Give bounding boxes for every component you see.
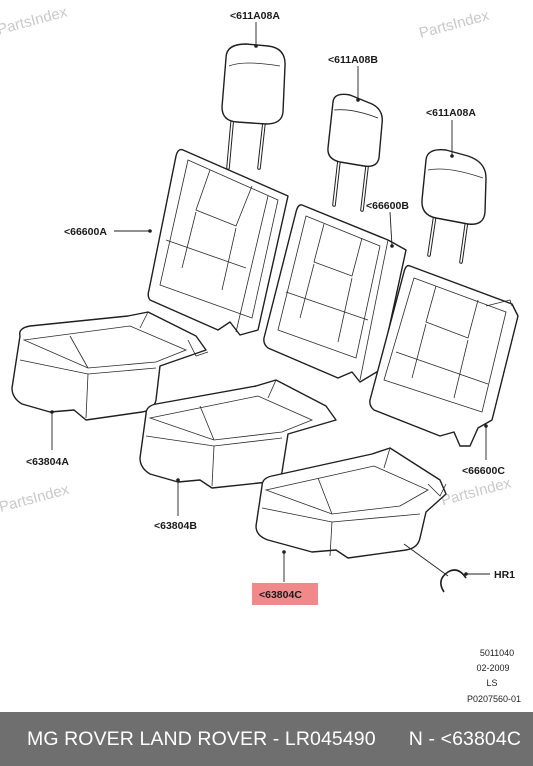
watermark-top-right: PartsIndex — [417, 7, 491, 42]
headrest-center — [327, 93, 383, 212]
label-611a08b[interactable]: <611A08B — [328, 54, 378, 66]
label-66600b[interactable]: <66600B — [366, 200, 409, 212]
watermark-top-left: PartsIndex — [0, 3, 69, 38]
label-63804c[interactable]: <63804C — [259, 589, 302, 601]
highlight-box — [252, 583, 318, 605]
headrest-left — [221, 43, 286, 170]
label-66600c[interactable]: <66600C — [462, 465, 505, 477]
exploded-seat-diagram: PartsIndex PartsIndex PartsIndex PartsIn… — [0, 3, 521, 704]
label-63804a[interactable]: <63804A — [26, 456, 69, 468]
headrest-right — [421, 149, 487, 264]
backrest-left — [147, 148, 289, 336]
drawing-meta: 5011040 02-2009 LS P0207560-01 — [467, 648, 521, 704]
leader-lines — [50, 22, 490, 582]
backrest-right — [369, 264, 519, 447]
watermark-mid-right: PartsIndex — [439, 474, 513, 509]
meta-line-3: LS — [486, 678, 497, 688]
label-611a08a-right[interactable]: <611A08A — [426, 107, 476, 119]
label-66600a[interactable]: <66600A — [64, 226, 107, 238]
watermark-mid-left: PartsIndex — [0, 481, 71, 516]
label-hr1[interactable]: HR1 — [494, 569, 515, 581]
footer-text: MG ROVER LAND ROVER - LR045490 N - <6380… — [27, 727, 522, 750]
meta-line-1: 5011040 — [480, 648, 514, 658]
footer-bar: MG ROVER LAND ROVER - LR045490 N - <6380… — [0, 712, 533, 766]
backrest-center — [263, 204, 407, 383]
hinge-ring — [440, 569, 467, 593]
label-611a08a-left[interactable]: <611A08A — [230, 10, 280, 22]
meta-line-4: P0207560-01 — [467, 694, 521, 704]
meta-line-2: 02-2009 — [476, 663, 509, 673]
label-63804b[interactable]: <63804B — [154, 520, 197, 532]
cushion-right — [255, 447, 447, 559]
